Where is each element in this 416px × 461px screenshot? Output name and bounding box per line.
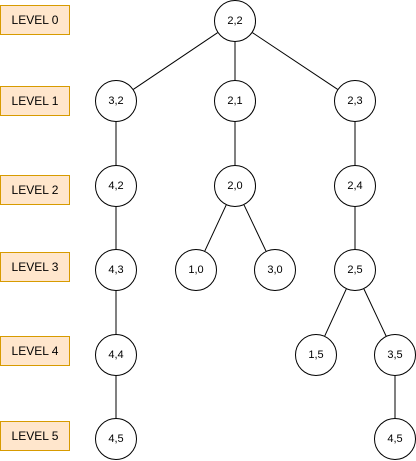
level-2-label: LEVEL 2 bbox=[0, 175, 70, 205]
level-1-label: LEVEL 1 bbox=[0, 86, 70, 116]
tree-node[interactable]: 3,2 bbox=[95, 80, 137, 122]
tree-edge bbox=[324, 288, 347, 337]
tree-node[interactable]: 2,0 bbox=[214, 165, 256, 207]
tree-node[interactable]: 4,3 bbox=[95, 249, 137, 291]
level-4-label: LEVEL 4 bbox=[0, 336, 70, 366]
tree-node[interactable]: 4,5 bbox=[374, 418, 416, 460]
tree-node[interactable]: 2,5 bbox=[334, 249, 376, 291]
tree-edge bbox=[363, 288, 387, 337]
tree-node[interactable]: 4,2 bbox=[95, 165, 137, 207]
tree-edge bbox=[252, 32, 338, 90]
tree-edge bbox=[133, 32, 218, 90]
tree-node[interactable]: 4,5 bbox=[95, 418, 137, 460]
tree-edge bbox=[243, 204, 267, 252]
tree-node[interactable]: 2,2 bbox=[214, 0, 256, 42]
tree-node[interactable]: 2,3 bbox=[334, 80, 376, 122]
tree-node[interactable]: 3,5 bbox=[374, 334, 416, 376]
tree-node[interactable]: 1,0 bbox=[175, 249, 217, 291]
tree-node[interactable]: 2,1 bbox=[214, 80, 256, 122]
level-5-label: LEVEL 5 bbox=[0, 421, 70, 451]
tree-node[interactable]: 4,4 bbox=[95, 334, 137, 376]
level-3-label: LEVEL 3 bbox=[0, 252, 70, 282]
tree-node[interactable]: 2,4 bbox=[334, 165, 376, 207]
tree-node[interactable]: 1,5 bbox=[295, 334, 337, 376]
tree-node[interactable]: 3,0 bbox=[254, 249, 296, 291]
tree-edge bbox=[204, 204, 227, 252]
level-0-label: LEVEL 0 bbox=[0, 5, 70, 35]
